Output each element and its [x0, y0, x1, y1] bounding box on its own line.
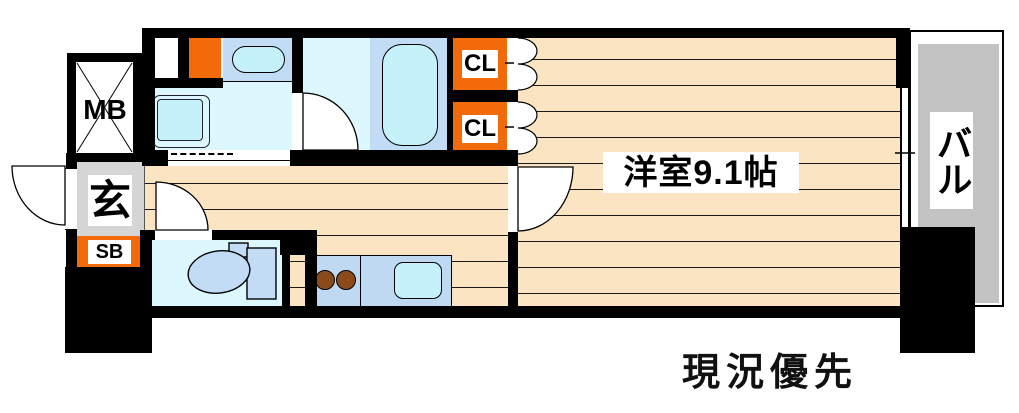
stove-burner-left [315, 270, 335, 290]
bathtub [382, 44, 438, 146]
wall-toilet-top [145, 230, 290, 240]
kitchen-sink [394, 262, 442, 299]
closet-lower-door-track [507, 102, 518, 155]
entrance-door-gap [65, 168, 77, 230]
sanitary-storage [155, 38, 178, 78]
sanitary-divider-wall [178, 38, 189, 78]
wall-mainroom-left-lower [508, 232, 518, 318]
wall-bath-divider [292, 38, 303, 93]
pillar-top-right [896, 28, 910, 88]
closet-upper-door-track [507, 38, 518, 90]
wall-entrance-lower [66, 228, 77, 268]
entrance-label: 玄 [88, 175, 132, 226]
entrance-step-line [144, 166, 145, 230]
wall-bath-right [447, 38, 453, 150]
closet-upper-label: CL [462, 50, 498, 78]
toilet-door-gap [155, 229, 212, 240]
sanitary-shelf-wall [155, 78, 223, 88]
sanitary-fold-door-dash [171, 153, 233, 155]
balcony-label: バル [930, 112, 973, 209]
wall-top [142, 28, 908, 38]
pillar-bottom-left [65, 267, 152, 353]
shoe-box-label-text: SB [95, 241, 124, 263]
closet-lower-label-text: CL [464, 115, 496, 142]
wall-toilet-left [140, 230, 152, 306]
entrance-door-swing [11, 165, 66, 226]
wall-entrance-upper [66, 153, 77, 168]
shoe-box-label: SB [88, 240, 131, 264]
washbasin-bowl [232, 46, 285, 73]
wall-kitchen-left [305, 255, 317, 306]
wall-toilet-right [282, 240, 290, 306]
washing-machine-pan [153, 95, 210, 148]
main-room-label-text: 洋室9.1帖 [623, 153, 779, 192]
wall-bottom [142, 306, 900, 318]
stove-burner-right [336, 270, 356, 290]
toilet-room [152, 240, 282, 306]
main-room-label: 洋室9.1帖 [603, 152, 799, 193]
wall-sanitary-left [142, 28, 155, 163]
balcony-label-text: バル [931, 124, 973, 197]
note-text: 現況優先 [682, 352, 859, 394]
meter-box-label-text: MB [83, 94, 127, 125]
closet-upper-label-text: CL [464, 50, 496, 77]
sanitary-opening-line [168, 160, 290, 161]
bath-door-gap [292, 93, 303, 150]
entrance-label-text: 玄 [88, 176, 131, 224]
washing-machine-pan-inner [157, 99, 203, 141]
pillar-bottom-right [900, 227, 975, 353]
wall-closet-divider [453, 90, 518, 102]
sanitary-cabinet [189, 38, 221, 78]
meter-box-label: MB [79, 95, 131, 125]
closet-lower-label: CL [462, 115, 498, 143]
mainroom-door-gap [508, 167, 518, 232]
kitchen-counter-divider [360, 255, 361, 306]
